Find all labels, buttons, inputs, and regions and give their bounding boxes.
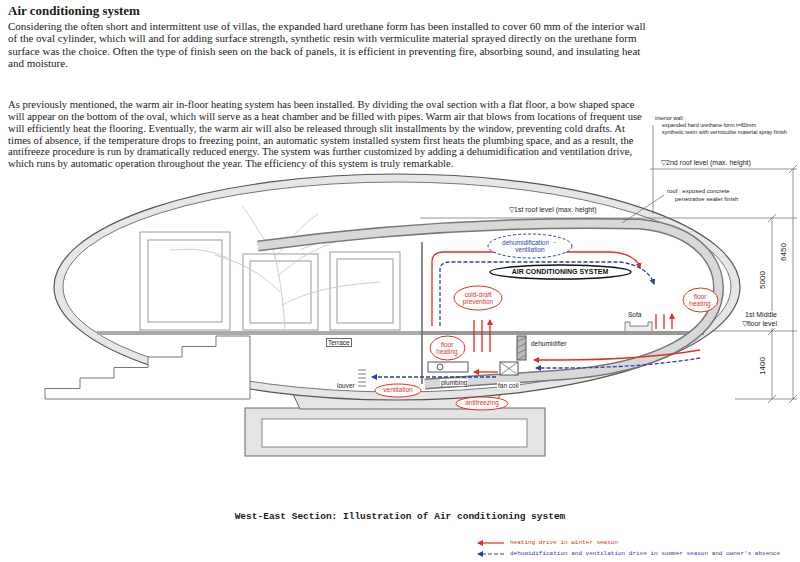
leader-line: [622, 195, 664, 223]
louver-blades: [358, 370, 366, 386]
level-mark: 1st Middle: [744, 311, 778, 319]
flow-bubble: AIR CONDITIONING SYSTEM: [489, 264, 632, 280]
stairs: [45, 336, 250, 399]
level-mark: ▽2nd roof level (max. height): [660, 159, 752, 167]
bubble-ellipse: [454, 286, 502, 310]
window-frame: [140, 232, 230, 330]
body-paragraph: As previously mentioned, the warm air in…: [8, 99, 648, 170]
legend-text: heating drive in winter season: [510, 539, 618, 546]
heating-arrow: [432, 252, 640, 326]
tree-sketch: [170, 206, 392, 330]
bubble-ellipse: [430, 336, 465, 360]
room-floor: [422, 331, 704, 335]
legend-sample: [478, 553, 504, 554]
bubble-text: ventilation: [383, 386, 414, 393]
fan-coil-cross: [500, 362, 518, 375]
level-lines: [420, 125, 797, 403]
dimension-ticks: [768, 165, 797, 403]
material-note: penetrative sealer finish: [675, 196, 738, 203]
legend-text: dehumidification and ventilation drive i…: [510, 550, 780, 557]
window-frame: [243, 254, 318, 330]
hatch: [517, 337, 526, 360]
heating-arrow: [656, 314, 672, 329]
bubble-ellipse: [375, 384, 421, 397]
window-frame: [330, 252, 400, 330]
bubble-text: cold-draft prevention: [462, 291, 494, 306]
fan-coil-box: [500, 362, 518, 375]
partition: [421, 242, 423, 384]
legend-samples: [478, 543, 504, 554]
bubble-ellipse: [488, 234, 572, 258]
level-line: [650, 169, 797, 170]
dimension-value: 6450: [779, 242, 788, 262]
roof-wall-band: [258, 223, 718, 384]
flow-bubble: cold-draft prevention: [453, 285, 503, 311]
base-block: [245, 408, 545, 456]
level-line: [735, 399, 797, 400]
dehumidifier-unit: [517, 336, 526, 360]
base-void: [262, 419, 527, 447]
material-note: interior wall :: [655, 115, 686, 121]
part-label: plumbing: [440, 379, 468, 386]
pedestal: [245, 392, 545, 456]
bubble-ellipse: [456, 397, 508, 410]
sofa-shape: [625, 322, 652, 331]
terrace-floor: [97, 331, 422, 335]
part-label: fan coil: [497, 382, 520, 389]
heating-arrow: [474, 371, 498, 372]
heating-arrow: [534, 350, 700, 360]
body-paragraph: Considering the often short and intermit…: [8, 20, 648, 69]
leader-line: [653, 125, 654, 214]
ventilation-arrow: [536, 358, 700, 368]
legend-sample: [478, 542, 504, 543]
dimension-value: 1400: [758, 356, 767, 376]
roof-wall-band: [258, 223, 718, 384]
bubble-text: AIR CONDITIONING SYSTEM: [511, 268, 609, 276]
material-note: roof : exposed concrete: [667, 188, 730, 195]
material-note: synthetic resin with vermiculite materia…: [662, 129, 792, 135]
bubble-text: antifreezing: [465, 399, 500, 406]
part-label: louver: [336, 382, 356, 389]
part-label: Terrace: [326, 338, 352, 347]
flow-bubble: dehumidification ・ventilation: [487, 233, 573, 259]
flow-bubble: ventilation: [374, 383, 422, 398]
figure-caption: West-East Section: Illustration of Air c…: [0, 511, 800, 522]
ventilation-arrow: [372, 376, 496, 377]
level-line: [712, 331, 797, 332]
part-label: dehumidifier: [530, 340, 567, 347]
flow-bubble: antifreezing: [455, 396, 509, 411]
dimension-value: 5000: [758, 270, 767, 290]
ventilation-arrow: [440, 262, 654, 326]
bubble-ellipse: [490, 265, 631, 279]
heating-arrow: [474, 320, 490, 352]
window-frame: [250, 261, 311, 323]
part-label: Sofa: [628, 311, 641, 318]
bubble-text: floor heating: [689, 293, 712, 308]
airflow-arrows: [372, 252, 700, 377]
bubble-ellipse: [683, 288, 718, 312]
window-frame: [337, 259, 393, 323]
page-title: Air conditioning system: [8, 3, 140, 19]
flow-bubble: floor heating: [682, 287, 719, 313]
dimension-line: [793, 169, 794, 399]
level-mark: ▽floor level: [741, 320, 778, 328]
level-line: [420, 218, 797, 219]
pipe: [437, 364, 443, 370]
bubble-text: dehumidification ・ventilation: [502, 239, 559, 254]
plumbing-box: [428, 362, 468, 372]
flow-bubble: floor heating: [429, 335, 466, 361]
dimension-line: [772, 218, 773, 399]
bubble-text: floor heating: [436, 341, 459, 356]
material-note: expanded hard urethane form t=60mm: [662, 122, 756, 128]
level-mark: ▽1st roof level (max. height): [508, 206, 597, 214]
